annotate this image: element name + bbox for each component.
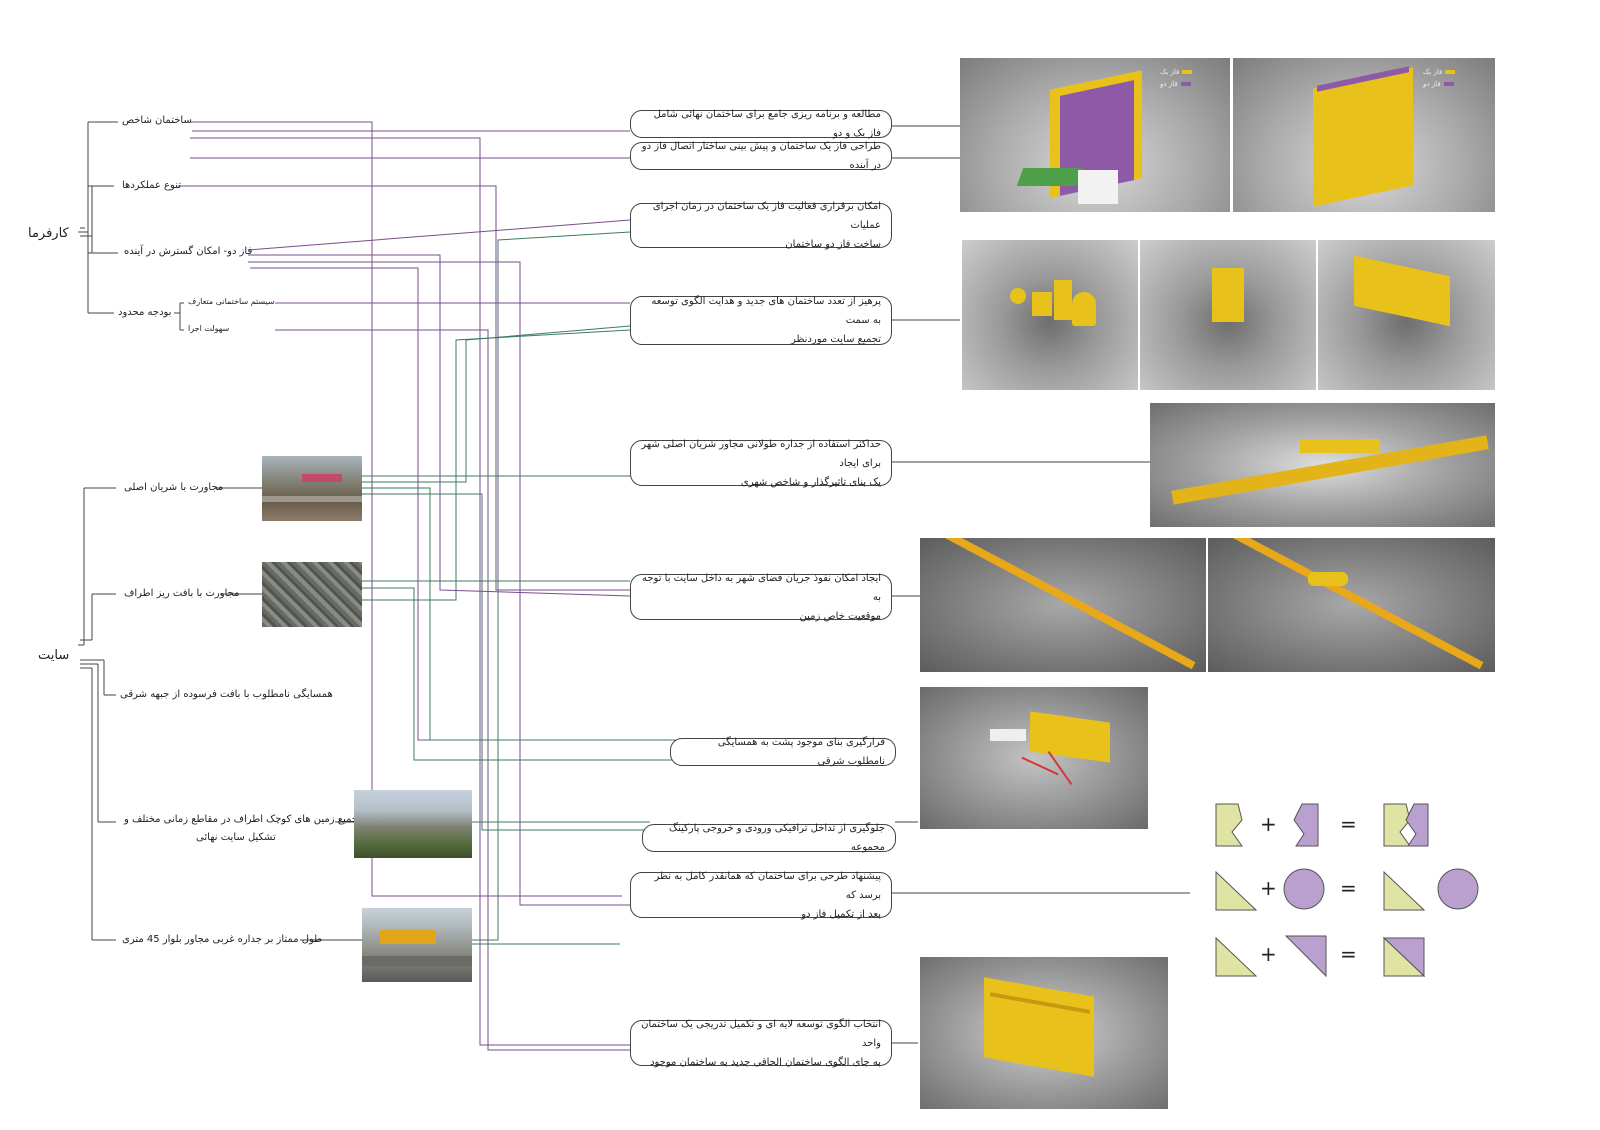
budget-sub-ease: سهولت اجرا bbox=[188, 324, 230, 333]
legend-phase2-label: فاز دو bbox=[1160, 80, 1178, 88]
operator-plus-1: + bbox=[1260, 812, 1277, 836]
site-item-merge-1: تجمیع زمین های کوچک اطراف در مقاطع زمانی… bbox=[124, 814, 362, 825]
strategy-text-5b: یک بنای تاثیرگذار و شاخص شهری bbox=[740, 476, 881, 488]
strategy-box-2: طراحی فاز یک ساختمان و پیش بینی ساختار ا… bbox=[630, 141, 892, 171]
render-urban-frontage bbox=[1150, 403, 1495, 527]
strategy-box-3: امکان برقراری فعالیت فاز یک ساختمان در ز… bbox=[630, 201, 892, 250]
legend2-phase1-label: فاز یک bbox=[1423, 68, 1443, 76]
site-item-fabric: مجاورت با بافت ریز اطراف bbox=[124, 588, 240, 599]
strategy-text-3b: ساخت فاز دو ساختمان bbox=[785, 239, 881, 250]
strategy-text-9a: پیشنهاد طرحی برای ساختمان که همانقدر کام… bbox=[654, 870, 881, 901]
strategy-text-3a: امکان برقراری فعالیت فاز یک ساختمان در ز… bbox=[652, 201, 881, 231]
client-item-functions: تنوع عملکردها bbox=[122, 180, 181, 191]
operator-plus-2: + bbox=[1260, 876, 1277, 900]
legend-phase2: فاز دو bbox=[1160, 80, 1191, 88]
legend2-phase2-label: فاز دو bbox=[1423, 80, 1441, 88]
strategy-text-7: قرارگیری بنای موجود پشت به همسایگی نامطل… bbox=[717, 737, 885, 767]
strategy-text-4b: تجمیع سایت مورد‌نظر bbox=[790, 334, 881, 345]
strategy-box-10: انتخاب الگوی توسعه لایه ای و تکمیل تدریج… bbox=[630, 1019, 892, 1068]
render-layered-growth bbox=[920, 957, 1168, 1109]
strategy-box-9: پیشنهاد طرحی برای ساختمان که همانقدر کام… bbox=[630, 871, 892, 920]
photo-main-artery bbox=[262, 456, 362, 521]
strategy-text-1: مطالعه و برنامه ریزی جامع برای ساختمان ن… bbox=[653, 109, 881, 139]
strategy-text-2: طراحی فاز یک ساختمان و پیش بینی ساختار ا… bbox=[641, 141, 881, 171]
legend-phase1-swatch bbox=[1182, 70, 1193, 74]
strategy-text-4a: پرهیز از تعدد ساختمان های جدید و هدایت ا… bbox=[651, 296, 881, 326]
operator-equals-1: = bbox=[1340, 812, 1357, 836]
strategy-box-5: حداکثر استفاده از جداره طولانی مجاور شری… bbox=[630, 439, 892, 488]
legend-phase2-swatch bbox=[1180, 82, 1191, 86]
legend2-phase2-swatch bbox=[1443, 82, 1454, 86]
operator-plus-3: + bbox=[1260, 942, 1277, 966]
render-massing-tower bbox=[1140, 240, 1316, 390]
legend-phase1-label: فاز یک bbox=[1160, 68, 1180, 76]
client-item-budget: بودجه محدود bbox=[118, 307, 172, 318]
strategy-box-4: پرهیز از تعدد ساختمان های جدید و هدایت ا… bbox=[630, 296, 892, 345]
client-item-phase2: فاز دو- امکان گسترش در آینده bbox=[124, 246, 253, 257]
render-flow-2 bbox=[1208, 538, 1495, 672]
render-east-orientation bbox=[920, 687, 1148, 829]
legend2-phase1-swatch bbox=[1445, 70, 1456, 74]
render-phase-plan-2: فاز یک فاز دو bbox=[1233, 58, 1495, 212]
site-item-neighbor: همسایگی نامطلوب با بافت فرسوده از جبهه ش… bbox=[120, 689, 333, 700]
client-item-landmark: ساختمان شاخص bbox=[122, 115, 192, 126]
legend2-phase2: فاز دو bbox=[1423, 80, 1454, 88]
strategy-text-5a: حداکثر استفاده از جداره طولانی مجاور شری… bbox=[641, 438, 881, 469]
photo-boulevard bbox=[362, 908, 472, 982]
operator-equals-3: = bbox=[1340, 942, 1357, 966]
operator-equals-2: = bbox=[1340, 876, 1357, 900]
strategy-text-10b: به جای الگوی ساختمان الحاقی جدید به ساخت… bbox=[650, 1056, 881, 1068]
site-item-frontage: طول ممتاز بر جداره غربی مجاور بلوار 45 م… bbox=[122, 934, 323, 945]
strategy-box-6: ایجاد امکان نفوذ جریان فضای شهر به داخل … bbox=[630, 573, 892, 622]
photo-site-panorama bbox=[354, 790, 472, 858]
render-flow-1 bbox=[920, 538, 1206, 672]
render-massing-slab bbox=[1318, 240, 1495, 390]
strategy-box-8: جلوگیری از تداخل ترافیکی ورودی و خروجی پ… bbox=[642, 823, 896, 853]
strategy-box-1: مطالعه و برنامه ریزی جامع برای ساختمان ن… bbox=[630, 109, 892, 139]
budget-sub-system: سیستم ساختمانی متعارف bbox=[188, 297, 275, 306]
strategy-text-9b: بعد از تکمیل فاز دو bbox=[801, 908, 881, 920]
client-root-label: کارفرما bbox=[28, 226, 69, 241]
strategy-text-6b: موقعیت خاص زمین bbox=[799, 610, 881, 622]
render-phase-plan-1: فاز یک فاز دو bbox=[960, 58, 1230, 212]
strategy-text-6a: ایجاد امکان نفوذ جریان فضای شهر به داخل … bbox=[642, 572, 881, 603]
photo-aerial-fabric bbox=[262, 562, 362, 627]
strategy-text-8: جلوگیری از تداخل ترافیکی ورودی و خروجی پ… bbox=[669, 823, 885, 853]
render-massing-multi bbox=[962, 240, 1138, 390]
site-item-artery: مجاورت با شریان اصلی bbox=[124, 482, 224, 493]
strategy-box-7: قرارگیری بنای موجود پشت به همسایگی نامطل… bbox=[670, 737, 896, 767]
legend-phase1: فاز یک bbox=[1160, 68, 1193, 76]
legend2-phase1: فاز یک bbox=[1423, 68, 1456, 76]
strategy-text-10a: انتخاب الگوی توسعه لایه ای و تکمیل تدریج… bbox=[641, 1018, 881, 1049]
site-item-merge-2: تشکیل سایت نهائی bbox=[196, 832, 276, 843]
site-root-label: سایت bbox=[38, 648, 70, 663]
